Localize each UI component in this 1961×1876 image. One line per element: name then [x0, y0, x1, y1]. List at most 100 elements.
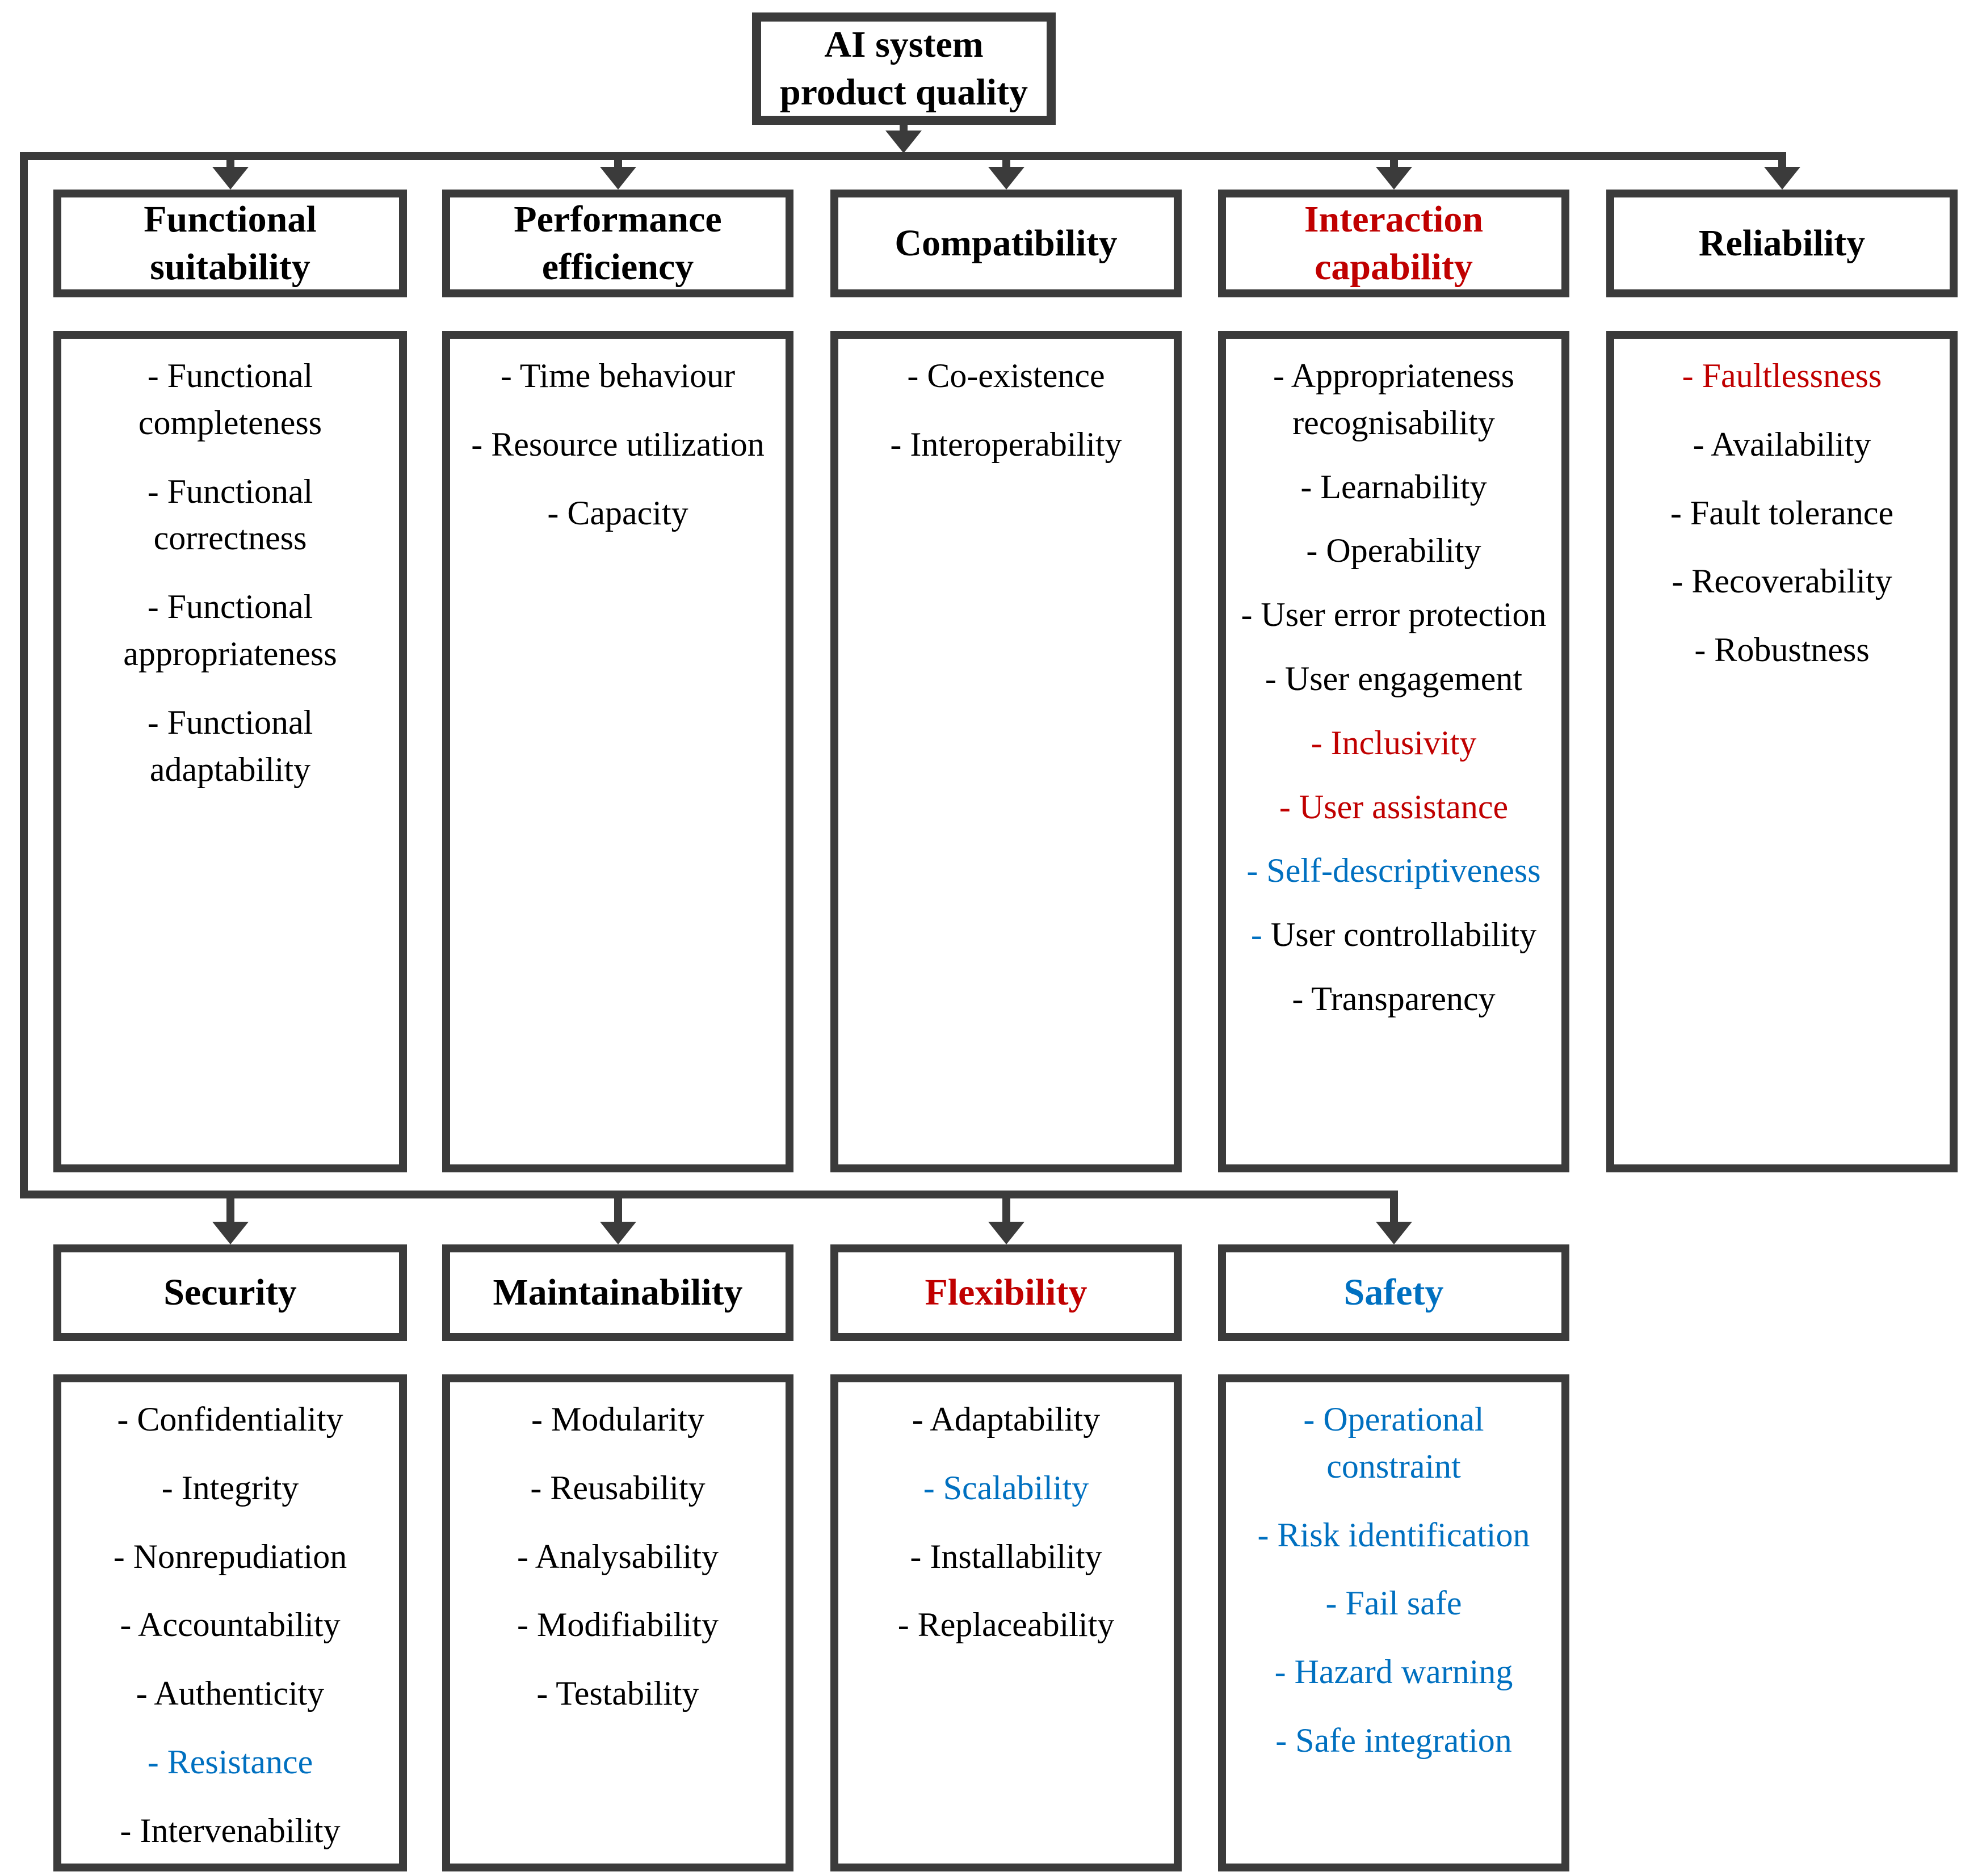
item-dash: -: [1265, 659, 1285, 697]
item-label: Availability: [1711, 425, 1871, 463]
item-dash: -: [1325, 1584, 1346, 1622]
body-functional-suitability: - Functional completeness- Functional co…: [53, 331, 407, 1172]
branch-arrowhead-maintainability: [599, 1222, 636, 1244]
title-security: Security: [163, 1271, 297, 1313]
item-dash: -: [897, 1606, 918, 1644]
item-dash: -: [1303, 1400, 1324, 1438]
item-dash: -: [1274, 1653, 1295, 1691]
item-label: Accountability: [138, 1606, 341, 1644]
item-label: Authenticity: [154, 1675, 325, 1713]
item-dash: -: [1250, 916, 1271, 954]
item-label: Risk identification: [1277, 1516, 1530, 1554]
item-dash: -: [136, 1675, 154, 1713]
item-dash: -: [517, 1606, 537, 1644]
item-dash: -: [1306, 532, 1326, 570]
item-dash: -: [1311, 724, 1331, 762]
body-compatibility: - Co-existence- Interoperability: [830, 331, 1182, 1172]
item-label: Safe integration: [1295, 1721, 1512, 1759]
branch-arrowhead-security: [212, 1222, 249, 1244]
item-label: Functional completeness: [138, 357, 322, 441]
item-scalability: - Scalability: [846, 1465, 1166, 1512]
item-functional-appropriateness: - Functional appropriateness: [69, 583, 391, 678]
item-dash: -: [500, 357, 520, 394]
item-label: Transparency: [1311, 979, 1496, 1017]
title-compatibility: Compatibility: [895, 222, 1118, 264]
item-label: Adaptability: [930, 1400, 1101, 1438]
header-interaction-capability: Interaction capability: [1218, 190, 1569, 297]
item-dash: -: [530, 1469, 551, 1507]
item-functional-correctness: - Functional correctness: [69, 468, 391, 562]
item-dash: -: [1273, 357, 1291, 394]
item-label: Time behaviour: [519, 357, 736, 394]
item-functional-completeness: - Functional completeness: [69, 352, 391, 447]
item-label: User assistance: [1299, 788, 1509, 826]
root-node-ai-system-product-quality: AI system product quality: [752, 12, 1056, 125]
item-dash: -: [147, 357, 167, 394]
item-interoperability: - Interoperability: [846, 421, 1166, 468]
root-connector-arrowhead: [885, 131, 922, 153]
header-performance-efficiency: Performance efficiency: [442, 190, 793, 297]
header-safety: Safety: [1218, 1244, 1569, 1341]
title-performance-efficiency: Performance efficiency: [514, 198, 722, 288]
item-functional-adaptability: - Functional adaptability: [69, 699, 391, 793]
item-dash: -: [923, 1469, 943, 1507]
item-label: Self-descriptiveness: [1266, 852, 1541, 890]
item-label: Modifiability: [537, 1606, 719, 1644]
branch-arrowhead-compatibility: [988, 167, 1024, 190]
item-capacity: - Capacity: [458, 490, 778, 537]
item-dash: -: [912, 1400, 930, 1438]
item-dash: -: [536, 1675, 556, 1713]
item-dash: -: [1292, 979, 1312, 1017]
item-installability: - Installability: [846, 1533, 1166, 1580]
item-resource-utilization: - Resource utilization: [458, 421, 778, 468]
item-label: Functional appropriateness: [123, 588, 337, 672]
item-dash: -: [1694, 631, 1715, 669]
header-flexibility: Flexibility: [830, 1244, 1182, 1341]
body-security: - Confidentiality- Integrity- Nonrepudia…: [53, 1374, 407, 1871]
item-analysability: - Analysability: [458, 1533, 778, 1580]
item-dash: -: [1672, 562, 1692, 600]
item-learnability: - Learnability: [1234, 464, 1553, 511]
item-faultlessness: - Faultlessness: [1622, 352, 1942, 399]
title-functional-suitability: Functional suitability: [144, 198, 317, 288]
item-label: Operability: [1326, 532, 1481, 570]
item-label: Modularity: [551, 1400, 704, 1438]
item-label: Confidentiality: [137, 1400, 343, 1438]
root-node-label: AI system product quality: [779, 23, 1028, 113]
item-label: User engagement: [1284, 659, 1523, 697]
item-recoverability: - Recoverability: [1622, 558, 1942, 605]
item-modularity: - Modularity: [458, 1396, 778, 1443]
header-reliability: Reliability: [1606, 190, 1958, 297]
item-label: Appropriateness recognisability: [1291, 357, 1514, 441]
item-dash: -: [1693, 425, 1711, 463]
body-maintainability: - Modularity- Reusability- Analysability…: [442, 1374, 793, 1871]
item-label: User controllability: [1270, 916, 1537, 954]
item-inclusivity: - Inclusivity: [1234, 720, 1553, 767]
item-label: User error protection: [1261, 596, 1547, 634]
title-maintainability: Maintainability: [493, 1271, 743, 1313]
item-dash: -: [161, 1469, 182, 1507]
body-interaction-capability: - Appropriateness recognisability - Learn…: [1218, 331, 1569, 1172]
item-hazard-warning: - Hazard warning: [1234, 1648, 1553, 1696]
item-operability: - Operability: [1234, 527, 1553, 574]
item-replaceability: - Replaceability: [846, 1601, 1166, 1648]
item-label: Fail safe: [1345, 1584, 1462, 1622]
title-interaction-capability: Interaction capability: [1304, 198, 1484, 288]
item-dash: -: [147, 703, 167, 741]
item-accountability: - Accountability: [69, 1601, 391, 1648]
branch-arrowhead-flexibility: [988, 1222, 1024, 1244]
item-time-behaviour: - Time behaviour: [458, 352, 778, 399]
item-dash: -: [907, 357, 927, 394]
branch-stem-flexibility: [1002, 1198, 1010, 1224]
branch-stem-maintainability: [614, 1198, 622, 1224]
item-label: Interoperability: [910, 425, 1122, 463]
item-label: Intervenability: [140, 1811, 341, 1849]
header-maintainability: Maintainability: [442, 1244, 793, 1341]
item-nonrepudiation: - Nonrepudiation: [69, 1533, 391, 1580]
item-fault-tolerance: - Fault tolerance: [1622, 490, 1942, 537]
branch-arrowhead-interaction-capability: [1375, 167, 1412, 190]
item-label: Nonrepudiation: [133, 1537, 347, 1575]
item-label: Hazard warning: [1294, 1653, 1513, 1691]
item-dash: -: [117, 1400, 137, 1438]
